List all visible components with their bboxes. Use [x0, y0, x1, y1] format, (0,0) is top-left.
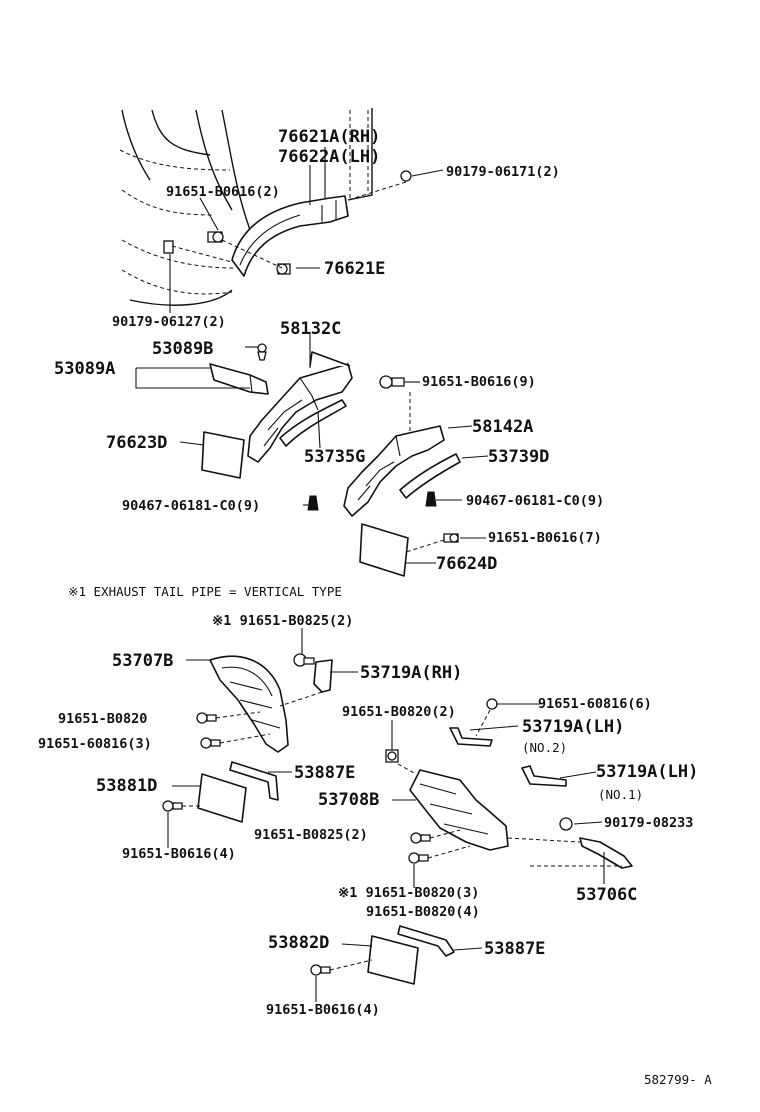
- label-90467-left: 90467-06181-C0(9): [122, 498, 260, 514]
- clip-icon: [257, 343, 267, 361]
- bracket-53706c[interactable]: [579, 837, 633, 869]
- bolt-icon: [196, 712, 221, 749]
- pad-53882d[interactable]: [367, 935, 419, 985]
- label-91651-b0820-left: 91651-B0820: [58, 711, 147, 727]
- pad-53881d[interactable]: [197, 773, 247, 823]
- label-53708b: 53708B: [318, 790, 379, 810]
- label-no2: (NO.2): [522, 740, 567, 755]
- label-91651-b0825-2-mid: 91651-B0825(2): [254, 827, 368, 843]
- bracket-53719a-lh-no2[interactable]: [449, 727, 493, 747]
- label-76624d: 76624D: [436, 554, 497, 574]
- vehicle-body-outline: [119, 108, 373, 306]
- label-91651-b0616-4-bottom: 91651-B0616(4): [266, 1002, 380, 1018]
- label-76621a: 76621A(RH): [278, 127, 380, 147]
- label-53719a-lh-1: 53719A(LH): [522, 717, 624, 737]
- bolt-icon: [385, 749, 399, 763]
- label-53089a: 53089A: [54, 359, 115, 379]
- label-91651-b0616-4-left: 91651-B0616(4): [122, 846, 236, 862]
- bolt-icon: [486, 698, 498, 710]
- nut-icon: [559, 817, 573, 831]
- bracket-53719a-rh[interactable]: [313, 659, 333, 693]
- label-91651-b0616-7: 91651-B0616(7): [488, 530, 602, 546]
- splash-shield-58132c[interactable]: [247, 351, 353, 463]
- seal-53887e[interactable]: [229, 761, 279, 801]
- label-90179-08233: 90179-08233: [604, 815, 693, 831]
- label-76622a: 76622A(LH): [278, 147, 380, 167]
- bolt-icon: [293, 653, 315, 667]
- figure-id: 582799- A: [644, 1072, 712, 1087]
- seal-53739d[interactable]: [399, 453, 461, 499]
- bolt-icon: [163, 170, 412, 275]
- bolt-icon: [379, 375, 405, 389]
- label-53887e-top: 53887E: [294, 763, 355, 783]
- label-58132c: 58132C: [280, 319, 341, 339]
- label-91651-b0820-4: 91651-B0820(4): [366, 904, 480, 920]
- label-90179-06127: 90179-06127(2): [112, 314, 226, 330]
- label-53881d: 53881D: [96, 776, 157, 796]
- label-53707b: 53707B: [112, 651, 173, 671]
- label-90467-right: 90467-06181-C0(9): [466, 493, 604, 509]
- label-76623d: 76623D: [106, 433, 167, 453]
- note-exhaust-tail-pipe: ※1 EXHAUST TAIL PIPE = VERTICAL TYPE: [68, 584, 342, 599]
- bolt-icon: [408, 832, 431, 864]
- label-53706c: 53706C: [576, 885, 637, 905]
- label-53887e-bottom: 53887E: [484, 939, 545, 959]
- pad-76623d[interactable]: [201, 431, 245, 479]
- label-58142a: 58142A: [472, 417, 533, 437]
- label-91651-60816-3: 91651-60816(3): [38, 736, 152, 752]
- bracket-53719a-lh-no1[interactable]: [521, 765, 567, 787]
- bolt-icon: [425, 491, 437, 507]
- label-90179-06171: 90179-06171(2): [446, 164, 560, 180]
- pad-76624d[interactable]: [359, 523, 409, 577]
- bolt-icon: [310, 964, 331, 976]
- seal-53735g[interactable]: [279, 399, 347, 447]
- bracket-53089b[interactable]: [209, 363, 269, 395]
- label-91651-b0820-3: ※1 91651-B0820(3): [338, 885, 479, 901]
- label-53089b: 53089B: [152, 339, 213, 359]
- label-91651-60816-6: 91651-60816(6): [538, 696, 652, 712]
- seal-53887e-bottom[interactable]: [397, 925, 455, 957]
- label-53719a-rh: 53719A(RH): [360, 663, 462, 683]
- splash-shield-53708b[interactable]: [409, 769, 509, 851]
- bolt-icon: [162, 800, 183, 812]
- label-no1: (NO.1): [598, 787, 643, 802]
- label-91651-b0616-2: 91651-B0616(2): [166, 184, 280, 200]
- bolt-icon: [443, 533, 459, 543]
- splash-shield-53707b[interactable]: [209, 655, 289, 753]
- label-76621e: 76621E: [324, 259, 385, 279]
- label-53735g: 53735G: [304, 447, 365, 467]
- label-53719a-lh-2: 53719A(LH): [596, 762, 698, 782]
- splash-shield-58142a[interactable]: [343, 425, 445, 517]
- bolt-icon: [307, 495, 319, 511]
- label-91651-b0616-9: 91651-B0616(9): [422, 374, 536, 390]
- label-53882d: 53882D: [268, 933, 329, 953]
- label-91651-b0820-2: 91651-B0820(2): [342, 704, 456, 720]
- label-53739d: 53739D: [488, 447, 549, 467]
- label-91651-b0825-2-top: ※1 91651-B0825(2): [212, 613, 353, 629]
